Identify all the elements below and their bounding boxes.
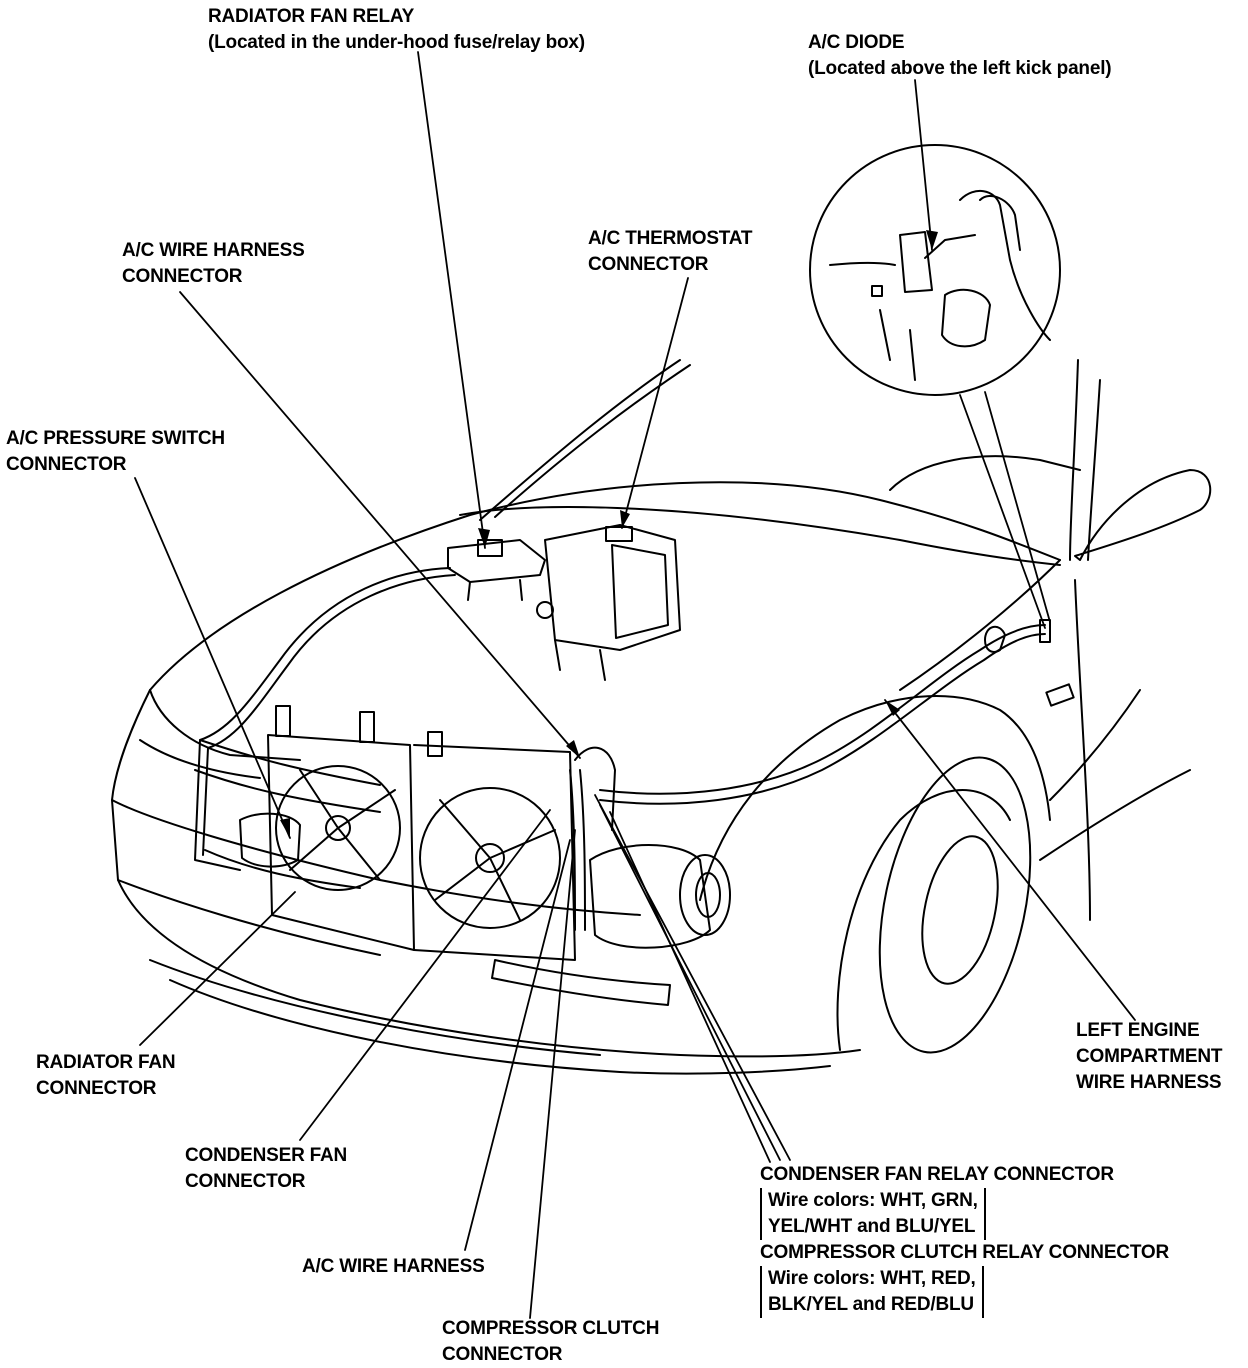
leader-radiator-fan-connector: [139, 891, 296, 1046]
radiator-fans: [267, 705, 576, 961]
leader-condenser-fan-relay-1: [594, 794, 791, 1161]
label-radiator-fan-relay: RADIATOR FAN RELAY (Located in the under…: [208, 4, 585, 56]
compressor-clutch-relay-connector-title: COMPRESSOR CLUTCH RELAY CONNECTOR: [760, 1242, 1169, 1263]
left-engine-harness-line1: LEFT ENGINE: [1076, 1020, 1200, 1041]
ac-thermostat-connector-line2: CONNECTOR: [588, 254, 709, 275]
label-ac-wire-harness-connector: A/C WIRE HARNESS CONNECTOR: [122, 238, 305, 290]
ac-pressure-switch-connector-line1: A/C PRESSURE SWITCH: [6, 428, 225, 449]
compressor-clutch-relay-wire-colors-line1: Wire colors: WHT, RED,: [768, 1268, 976, 1289]
label-relay-connectors: CONDENSER FAN RELAY CONNECTOR Wire color…: [760, 1162, 1169, 1318]
leader-left-engine-harness: [884, 699, 1136, 1021]
label-ac-diode: A/C DIODE (Located above the left kick p…: [808, 30, 1112, 82]
leader-compressor-clutch-connector: [529, 829, 576, 1319]
compressor-clutch-connector-line1: COMPRESSOR CLUTCH: [442, 1318, 660, 1339]
ac-thermostat-connector-line1: A/C THERMOSTAT: [588, 228, 753, 249]
left-engine-harness-line2: COMPARTMENT: [1076, 1046, 1223, 1067]
label-radiator-fan-connector: RADIATOR FAN CONNECTOR: [36, 1050, 176, 1102]
leader-compressor-clutch-relay: [609, 811, 771, 1163]
leader-radiator-fan-relay: [417, 51, 486, 549]
label-ac-wire-harness: A/C WIRE HARNESS: [302, 1254, 485, 1280]
ac-diode-title: A/C DIODE: [808, 32, 905, 53]
label-left-engine-compartment-wire-harness: LEFT ENGINE COMPARTMENT WIRE HARNESS: [1076, 1018, 1222, 1096]
ac-diode-note: (Located above the left kick panel): [808, 58, 1112, 79]
radiator-fan-relay-title: RADIATOR FAN RELAY: [208, 6, 415, 27]
leader-condenser-fan-relay-2: [599, 804, 781, 1161]
leader-lines: [134, 51, 1136, 1319]
left-engine-harness-line3: WIRE HARNESS: [1076, 1072, 1222, 1093]
leader-arrowheads: [280, 230, 938, 838]
ac-pressure-switch-connector-line2: CONNECTOR: [6, 454, 127, 475]
condenser-fan-relay-wire-colors-line1: Wire colors: WHT, GRN,: [768, 1190, 978, 1211]
leader-condenser-fan-connector: [299, 809, 551, 1141]
ac-wire-harness-connector-line2: CONNECTOR: [122, 266, 243, 287]
leader-ac-thermostat-connector: [621, 277, 689, 529]
radiator-fan-relay-note: (Located in the under-hood fuse/relay bo…: [208, 32, 585, 53]
radiator-fan-connector-line1: RADIATOR FAN: [36, 1052, 176, 1073]
condenser-fan-relay-connector-title: CONDENSER FAN RELAY CONNECTOR: [760, 1164, 1114, 1185]
condenser-fan-relay-wire-colors-line2: YEL/WHT and BLU/YEL: [768, 1216, 976, 1237]
leader-kick-to-car-2: [984, 391, 1051, 623]
leader-ac-wire-harness: [464, 839, 571, 1251]
label-ac-thermostat-connector: A/C THERMOSTAT CONNECTOR: [588, 226, 753, 278]
ac-wire-harness-connector-line1: A/C WIRE HARNESS: [122, 240, 305, 261]
underhood-fuse-box: [447, 539, 546, 601]
compressor-clutch-relay-wire-colors: Wire colors: WHT, RED, BLK/YEL and RED/B…: [760, 1266, 984, 1318]
label-ac-pressure-switch-connector: A/C PRESSURE SWITCH CONNECTOR: [6, 426, 225, 478]
compressor-clutch-relay-wire-colors-line2: BLK/YEL and RED/BLU: [768, 1294, 974, 1315]
label-condenser-fan-connector: CONDENSER FAN CONNECTOR: [185, 1143, 347, 1195]
label-compressor-clutch-connector: COMPRESSOR CLUTCH CONNECTOR: [442, 1316, 659, 1368]
compressor-clutch-connector-line2: CONNECTOR: [442, 1344, 563, 1365]
leader-ac-wire-harness-connector: [179, 291, 581, 759]
evaporator-unit: [536, 524, 681, 681]
leader-kick-to-car-1: [959, 394, 1046, 629]
condenser-fan-relay-wire-colors: Wire colors: WHT, GRN, YEL/WHT and BLU/Y…: [760, 1188, 986, 1240]
condenser-fan-connector-line1: CONDENSER FAN: [185, 1145, 348, 1166]
car-body-outline: [111, 359, 1212, 1075]
wire-harness-runs: [194, 567, 1051, 931]
kick-panel-detail: [809, 144, 1061, 396]
radiator-fan-connector-line2: CONNECTOR: [36, 1078, 157, 1099]
leader-ac-pressure-switch-connector: [134, 477, 291, 839]
ac-wire-harness-line1: A/C WIRE HARNESS: [302, 1256, 485, 1277]
compressor: [574, 746, 731, 949]
condenser-fan-connector-line2: CONNECTOR: [185, 1171, 306, 1192]
leader-ac-diode: [914, 79, 933, 251]
